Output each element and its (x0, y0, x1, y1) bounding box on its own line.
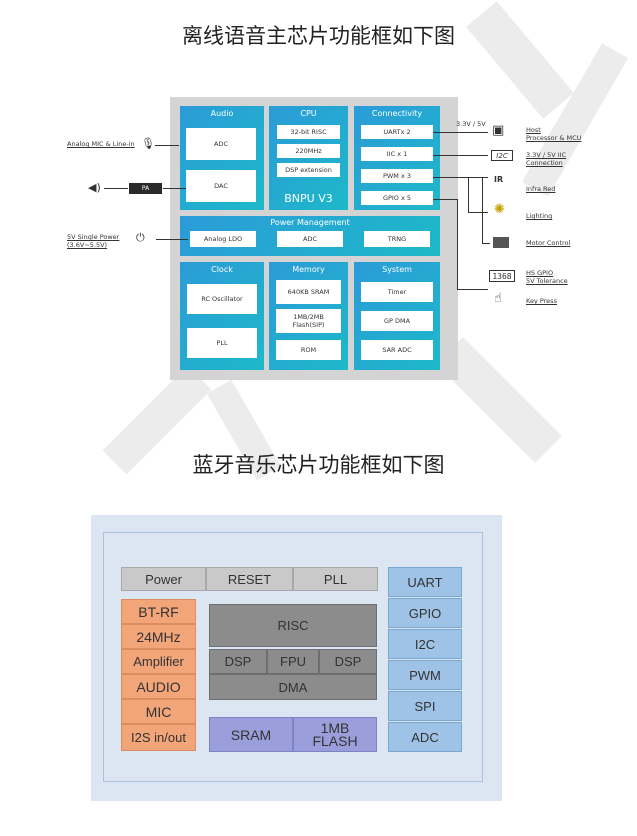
right-item: SPI (388, 691, 462, 721)
gpio-display-icon: 1368 (489, 270, 515, 282)
conn-gpio: GPIO x 5 (361, 191, 433, 205)
power-connector (156, 239, 188, 240)
gpio-connector (433, 199, 458, 200)
core-risc: RISC (209, 604, 377, 647)
power-adc: ADC (277, 231, 343, 247)
mic-connector (155, 145, 179, 146)
top-pll: PLL (293, 567, 378, 591)
connectivity-title: Connectivity (371, 109, 423, 118)
host-label: Host (526, 126, 541, 134)
gpio-speed-label: HS GPIO (526, 269, 554, 277)
speaker-icon: ◀) (88, 181, 101, 194)
key-press-label: Key Press (526, 297, 557, 305)
motor-icon (493, 237, 509, 248)
pwm-branch-vertical (468, 177, 469, 212)
bnpu-label: BNPU V3 (284, 192, 333, 205)
iic-connector (433, 155, 488, 156)
pwm-lighting-connector (468, 212, 488, 213)
audio-dac: DAC (186, 170, 256, 202)
pa-box: PA (129, 183, 162, 194)
iic-connection-label: Connection (526, 159, 563, 167)
pa-out-connector (104, 188, 128, 189)
power-input-label: 5V Single Power (67, 233, 120, 241)
flash-label: FLASH (312, 732, 358, 749)
mic-input-label: Analog MIC & Line-in (67, 140, 135, 148)
right-item: ADC (388, 722, 462, 752)
top-power: Power (121, 567, 206, 591)
flash-size: 1MB (320, 719, 350, 736)
core-dma: DMA (209, 674, 377, 700)
i2c-icon: I2C (491, 150, 513, 161)
memory-sram: 640KB SRAM (276, 280, 341, 304)
memory-title: Memory (292, 265, 325, 274)
memory-sram-cell: SRAM (209, 717, 293, 752)
clock-title: Clock (211, 265, 233, 274)
right-item: PWM (388, 660, 462, 690)
audio-adc: ADC (186, 128, 256, 160)
cpu-title: CPU (300, 109, 317, 118)
system-sar: SAR ADC (361, 340, 433, 360)
power-title: Power Management (270, 218, 350, 227)
system-timer: Timer (361, 282, 433, 302)
right-item: UART (388, 567, 462, 597)
power-plug-icon: ⏻ (136, 231, 145, 244)
gpio-key-connector (457, 289, 488, 290)
left-item: MIC (121, 699, 196, 724)
memory-flash-cell: 1MB FLASH (293, 717, 377, 752)
pwm-motor-connector (482, 243, 490, 244)
host-processor-label: Processor & MCU (526, 134, 582, 142)
conn-iic: IIC x 1 (361, 147, 433, 161)
core-dsp-left: DSP (209, 649, 267, 674)
top-reset: RESET (206, 567, 293, 591)
gpio-tolerance-label: 5V Tolerance (526, 277, 568, 285)
lighting-label: Lighting (526, 212, 553, 220)
left-item: AUDIO (121, 674, 196, 699)
dac-connector (163, 188, 186, 189)
voltage-label: 3.3V / 5V (456, 120, 486, 128)
cpu-block: CPU (269, 106, 348, 210)
microphone-icon: 🎙 (141, 137, 155, 150)
left-item: 24MHz (121, 624, 196, 649)
power-trng: TRNG (364, 231, 430, 247)
clock-pll: PLL (187, 328, 257, 358)
core-fpu: FPU (267, 649, 319, 674)
cpu-dsp: DSP extension (277, 163, 340, 177)
clock-rc: RC Oscillator (187, 284, 257, 314)
gpio-vertical (457, 199, 458, 289)
chip-icon: ▣ (492, 123, 505, 138)
bt-chip-heading: 蓝牙音乐芯片功能框如下图 (192, 453, 445, 477)
conn-uart: UARTx 2 (361, 125, 433, 139)
lightbulb-icon: ✺ (494, 202, 505, 217)
power-range-label: (3.6V~5.5V) (67, 241, 108, 249)
memory-rom: ROM (276, 340, 341, 360)
left-item: BT-RF (121, 599, 196, 624)
conn-pwm: PWM x 3 (361, 169, 433, 183)
infrared-icon: IR (494, 175, 504, 184)
cpu-risc: 32-bit RISC (277, 125, 340, 139)
left-item: I2S in/out (121, 724, 196, 751)
system-title: System (382, 265, 412, 274)
right-item: I2C (388, 629, 462, 659)
core-dsp-right: DSP (319, 649, 377, 674)
memory-flash: 1MB/2MB Flash(SIP) (276, 309, 341, 333)
pwm-connector (433, 177, 488, 178)
cpu-freq: 220MHz (277, 144, 340, 158)
power-ldo: Analog LDO (190, 231, 256, 247)
infrared-label: Infra Red (526, 185, 556, 193)
iic-voltage-label: 3.3V / 5V IIC (526, 151, 567, 159)
right-item: GPIO (388, 598, 462, 628)
pwm-motor-vertical (482, 177, 483, 243)
uart-connector (433, 132, 488, 133)
touch-icon: ☝ (494, 291, 502, 306)
motor-label: Motor Control (526, 239, 571, 247)
audio-title: Audio (210, 109, 234, 118)
system-dma: GP DMA (361, 311, 433, 331)
diagram2-frame (103, 532, 483, 782)
offline-chip-heading: 离线语音主芯片功能框如下图 (182, 24, 455, 48)
left-item: Amplifier (121, 649, 196, 674)
